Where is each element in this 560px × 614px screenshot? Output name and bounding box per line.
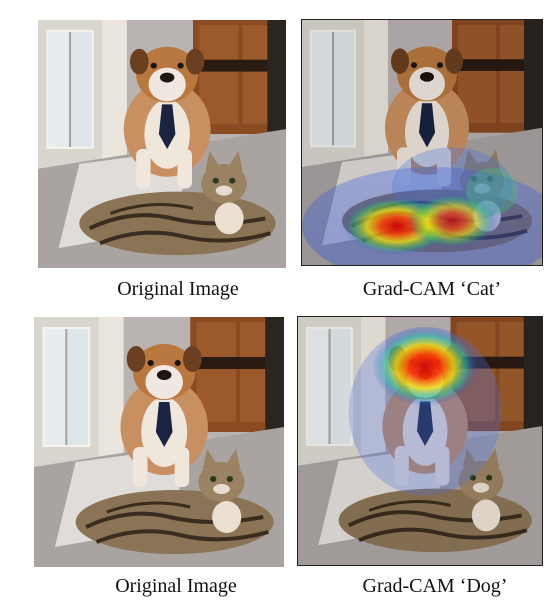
- gradcam-cat-image: [301, 19, 543, 266]
- caption-gradcam-dog: Grad-CAM ‘Dog’: [362, 575, 508, 597]
- original-image-bottom: [34, 317, 284, 567]
- caption-original-top: Original Image: [117, 278, 239, 300]
- caption-gradcam-cat: Grad-CAM ‘Cat’: [362, 278, 502, 300]
- original-image-top: [38, 20, 286, 268]
- photo-dog-and-cat: [34, 317, 284, 567]
- caption-original-bottom: Original Image: [115, 575, 237, 597]
- gradcam-cat-overlay: [302, 20, 542, 265]
- heatmap-dog-hotspot: [372, 326, 478, 407]
- gradcam-dog-overlay: [298, 317, 542, 565]
- photo-dog-and-cat: [38, 20, 286, 268]
- gradcam-dog-image: [297, 316, 543, 566]
